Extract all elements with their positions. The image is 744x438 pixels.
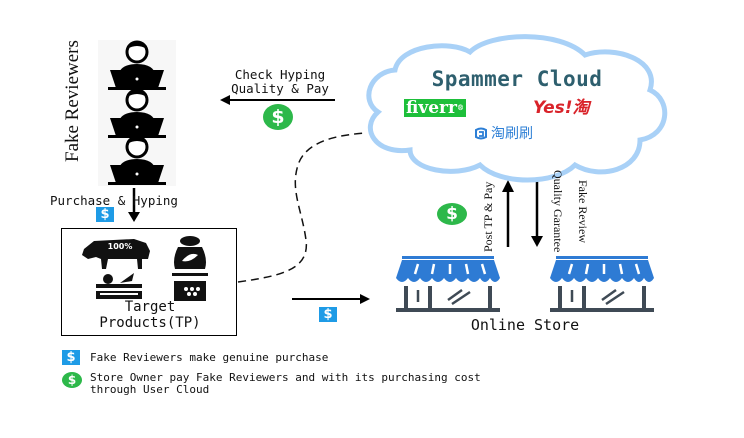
blue-dollar-icon: $ [62,350,80,365]
yes-logo-cn: 淘 [572,98,590,118]
purchase-hyping-label: Purchase & Hyping [50,193,178,208]
legend-text: Fake Reviewers make genuine purchase [90,351,329,364]
fiverr-logo-text: fiverr [406,98,457,118]
legend-item: $ Fake Reviewers make genuine purchase [62,350,662,368]
yes-tao-logo: Yes!淘 [533,98,590,118]
spammer-cloud-title: Spammer Cloud [431,67,603,91]
blue-dollar-icon: $ [319,307,337,322]
target-products-icons: 100% [82,236,208,301]
store-icon [550,256,654,312]
online-store-label: Online Store [470,316,580,334]
arrow-quality-down [531,180,543,247]
fiverr-registered-mark: ® [456,103,464,112]
person-laptop-icon [108,40,166,90]
blue-dollar-icon: $ [96,207,114,222]
grain-sack-icon [174,236,206,269]
target-products-box: 100% Target Products(TP) [61,228,237,336]
arrow-to-reviewers [220,95,335,105]
green-dollar-icon: $ [62,372,82,388]
green-dollar-icon: $ [263,104,293,130]
store-icon [396,256,500,312]
legend-item: $ Store Owner pay Fake Reviewers and wit… [62,372,662,396]
legend: $ Fake Reviewers make genuine purchase $… [62,350,662,396]
legend-text-line2: through User Cloud [90,383,210,396]
fake-reviewers-group [98,40,176,186]
green-dollar-icon: $ [437,203,467,225]
vegetable-crate-icon [96,273,142,299]
taoshuashua-logo: 淘刷刷 [474,125,533,143]
fiverr-logo: fiverr® [404,99,466,117]
fake-reviewers-icons [108,40,166,185]
arrow-post-tp-up [502,180,514,247]
fake-review-label: Fake Review [576,180,590,243]
yes-logo-text: Yes! [533,98,573,118]
check-hyping-label: Check Hyping Quality & Pay [210,68,350,96]
check-hyping-line1: Check Hyping [234,67,326,82]
arrow-to-target-products [128,188,140,222]
quality-garantee-label: Quality Garantee [551,170,565,253]
honey-jar-icon [172,273,208,301]
target-products-label: Target Products(TP) [62,299,238,331]
legend-text-line1: Store Owner pay Fake Reviewers and with … [90,371,481,384]
cow-badge-text: 100% [108,242,133,251]
person-laptop-icon [108,88,166,138]
arrow-to-online-store [292,294,370,304]
taoshuashua-icon [475,127,487,140]
cow-icon: 100% [82,239,150,269]
legend-text: Store Owner pay Fake Reviewers and with … [90,372,481,396]
spammer-cloud-shape [366,34,668,183]
target-products-line2: Products(TP) [99,315,201,331]
target-products-line1: Target [124,299,176,315]
taoshuashua-text: 淘刷刷 [491,126,533,142]
check-hyping-line2: Quality & Pay [231,81,329,96]
person-laptop-icon [108,135,166,185]
